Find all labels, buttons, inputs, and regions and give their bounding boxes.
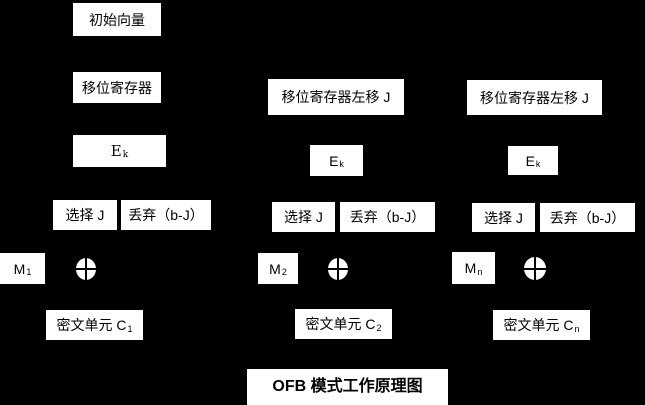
- discard-label-2: 丢弃（b-J）: [349, 209, 426, 225]
- discard-box-1: 丢弃（b-J）: [121, 200, 211, 230]
- xor-icon-2: [328, 258, 348, 280]
- xor-icon-1: [76, 258, 96, 280]
- encryptor-label-3: E: [525, 152, 535, 169]
- select-j-label-2: 选择 J: [284, 209, 323, 225]
- encryptor-sub-3: k: [535, 159, 541, 169]
- xor-vertical-line-1: [85, 258, 87, 280]
- initial-vector-label: 初始向量: [89, 11, 145, 28]
- encryptor-sub-2: k: [339, 159, 344, 169]
- xor-vertical-line-2: [337, 258, 339, 280]
- xor-icon-3: [524, 257, 546, 280]
- discard-box-3: 丢弃（b-J）: [540, 203, 635, 232]
- shift-register-box-3: 移位寄存器左移 J: [467, 80, 602, 115]
- diagram-title-label: OFB 模式工作原理图: [272, 378, 423, 395]
- shift-register-label-3: 移位寄存器左移 J: [480, 89, 589, 106]
- discard-label-1: 丢弃（b-J）: [128, 207, 204, 223]
- ciphertext-cn-sub: n: [574, 323, 580, 334]
- xor-vertical-line-3: [534, 257, 536, 280]
- select-j-box-3: 选择 J: [472, 203, 535, 232]
- plaintext-m2-sub: 2: [281, 267, 287, 277]
- discard-box-2: 丢弃（b-J）: [340, 202, 435, 232]
- plaintext-mn-label: M: [464, 260, 477, 276]
- shift-register-box-2: 移位寄存器左移 J: [268, 79, 404, 115]
- encryptor-label-1: E: [110, 141, 122, 160]
- diagram-title: OFB 模式工作原理图: [247, 369, 448, 405]
- select-j-box-2: 选择 J: [272, 202, 335, 232]
- initial-vector-box: 初始向量: [73, 3, 161, 36]
- plaintext-m2-label: M: [269, 260, 281, 277]
- plaintext-m1-sub: 1: [26, 267, 32, 277]
- select-j-box-1: 选择 J: [53, 200, 117, 230]
- encryptor-sub-1: k: [122, 149, 129, 160]
- discard-label-3: 丢弃（b-J）: [549, 209, 626, 226]
- ciphertext-c2-label: 密文单元 C: [305, 316, 376, 332]
- ciphertext-c1-label: 密文单元 C: [56, 317, 127, 333]
- plaintext-m1-label: M: [13, 260, 26, 277]
- select-j-label-3: 选择 J: [484, 209, 523, 226]
- shift-register-label-1: 移位寄存器: [82, 79, 152, 96]
- ciphertext-c2-sub: 2: [376, 322, 382, 333]
- encryptor-label-2: E: [329, 152, 339, 169]
- shift-register-box-1: 移位寄存器: [73, 72, 161, 103]
- shift-register-label-2: 移位寄存器左移 J: [281, 89, 391, 105]
- select-j-label-1: 选择 J: [65, 207, 105, 223]
- ciphertext-cn-label: 密文单元 C: [503, 317, 574, 333]
- plaintext-mn-sub: n: [477, 266, 483, 277]
- ciphertext-c1-sub: 1: [127, 323, 133, 334]
